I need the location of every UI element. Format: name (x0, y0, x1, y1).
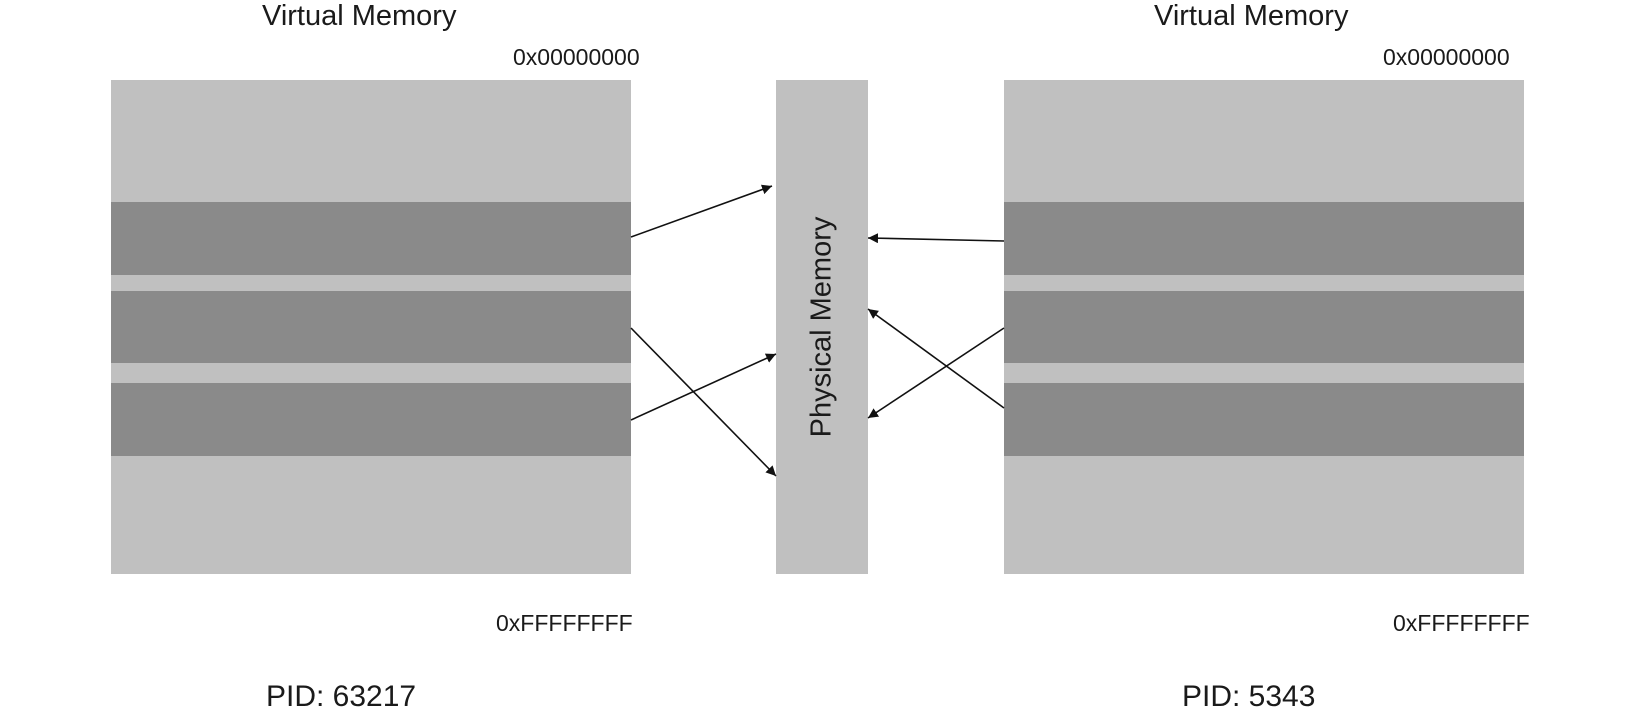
arrow-left-region2-to-physical (630, 327, 777, 477)
left-pid-label: PID: 63217 (266, 680, 417, 713)
right-virtual-memory-block (1004, 80, 1524, 574)
right-mapped-region-2 (1004, 291, 1524, 363)
left-mapped-region-1 (111, 202, 631, 275)
physical-memory-block: Physical Memory (776, 80, 868, 574)
right-address-top: 0x00000000 (1383, 44, 1510, 70)
right-mapped-region-1 (1004, 202, 1524, 275)
right-virtual-memory-title: Virtual Memory (1154, 0, 1349, 32)
right-pid-label: PID: 5343 (1182, 680, 1316, 713)
arrow-right-region2-to-physical (867, 327, 1005, 419)
left-virtual-memory-title: Virtual Memory (262, 0, 457, 32)
right-mapped-region-3 (1004, 383, 1524, 456)
left-virtual-memory-block (111, 80, 631, 574)
arrow-left-region1-to-physical (630, 184, 773, 238)
arrow-left-region3-to-physical (630, 353, 777, 421)
arrow-right-region3-to-physical (867, 308, 1005, 409)
right-address-bottom: 0xFFFFFFFF (1393, 610, 1530, 636)
left-mapped-region-3 (111, 383, 631, 456)
left-mapped-region-2 (111, 291, 631, 363)
left-address-top: 0x00000000 (513, 44, 640, 70)
left-address-bottom: 0xFFFFFFFF (496, 610, 633, 636)
arrow-right-region1-to-physical (867, 233, 1005, 244)
